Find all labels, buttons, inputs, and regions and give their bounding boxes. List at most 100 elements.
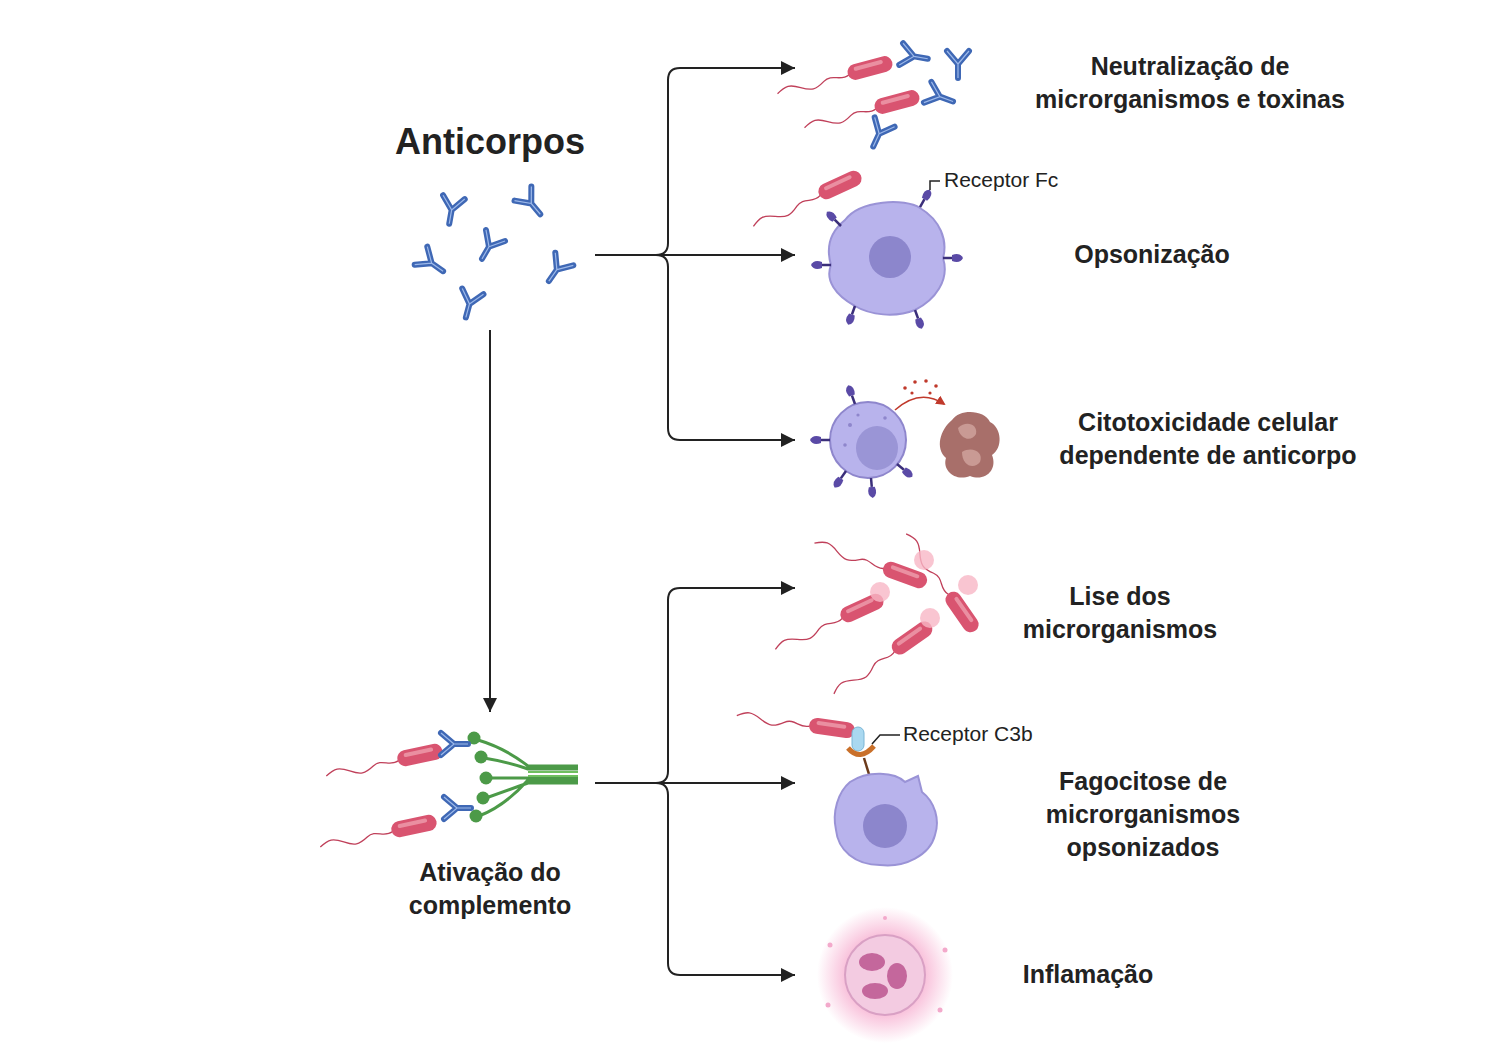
antibody xyxy=(455,289,483,321)
bacterium xyxy=(736,707,856,739)
granule xyxy=(843,443,847,447)
adcc-art xyxy=(810,379,1000,498)
callout-label: Receptor Fc xyxy=(944,168,1058,192)
bacterium xyxy=(772,591,887,656)
antibody xyxy=(438,195,464,225)
fc-receptor xyxy=(917,188,934,209)
granule-dot xyxy=(928,391,931,394)
connector-arrow xyxy=(595,255,795,440)
granule-dot xyxy=(924,379,928,383)
nucleus-lobe xyxy=(859,953,885,971)
macrophage xyxy=(835,774,937,866)
node-label: Ativação do complemento xyxy=(380,856,600,922)
cell-debris xyxy=(962,450,981,466)
inflammation-dot xyxy=(828,943,833,948)
lysis-burst xyxy=(914,550,934,570)
inflammation-glow xyxy=(817,907,953,1043)
fc-receptor xyxy=(844,384,858,406)
function-node: Inflamação xyxy=(795,910,1180,1040)
fc-receptor xyxy=(844,305,858,327)
fc-receptor xyxy=(894,461,914,480)
c3b-fragment xyxy=(852,727,864,751)
fc-receptor xyxy=(943,254,963,262)
antibody xyxy=(863,117,894,151)
fc-receptor xyxy=(911,309,925,331)
granule xyxy=(848,423,852,427)
c1q-head xyxy=(477,792,490,805)
opsonization-art xyxy=(750,168,963,330)
antibody xyxy=(924,82,957,112)
lysis-art xyxy=(772,529,982,700)
antibody xyxy=(444,797,471,819)
bacterium xyxy=(775,54,894,100)
neutralization-art xyxy=(775,43,969,151)
cell-debris xyxy=(940,412,1000,478)
antibody-cluster xyxy=(415,187,574,321)
c3b-receptor xyxy=(848,746,874,755)
node-label: Opsonização xyxy=(1022,238,1282,271)
antibody xyxy=(415,247,450,281)
function-node: Anticorpos xyxy=(370,112,595,330)
granule xyxy=(856,413,859,416)
bacterium xyxy=(812,535,929,591)
release-arrow xyxy=(895,397,944,410)
fc-receptor xyxy=(810,436,830,444)
c1q-head xyxy=(480,772,493,785)
connector-arrow xyxy=(595,783,795,975)
nucleus-lobe xyxy=(887,963,907,989)
node-label: Neutralização de microrganismos e toxina… xyxy=(1000,50,1380,116)
antibody xyxy=(899,43,929,69)
function-node: Citotoxicidade celular dependente de ant… xyxy=(795,372,1385,504)
antibody xyxy=(441,733,468,755)
inflammation-art xyxy=(817,907,953,1043)
c1-stalks xyxy=(528,772,578,776)
fc-receptor xyxy=(831,469,849,490)
antibody xyxy=(947,51,969,78)
cell-debris xyxy=(958,424,976,439)
node-label: Lise dos microrganismos xyxy=(1000,580,1240,646)
antibody xyxy=(540,253,574,288)
function-node: Ativação do complemento xyxy=(330,712,595,922)
nucleus-lobe xyxy=(862,983,888,999)
callout-label: Receptor C3b xyxy=(903,722,1033,746)
bacterium xyxy=(318,813,438,853)
granule-dot xyxy=(934,384,938,388)
leader-line xyxy=(930,181,940,190)
function-node: Neutralização de microrganismos e toxina… xyxy=(795,32,1375,152)
node-label: Anticorpos xyxy=(380,118,600,166)
c1q-head xyxy=(475,751,488,764)
inflammation-dot xyxy=(943,948,948,953)
bacterium xyxy=(900,529,981,636)
nk-cell xyxy=(830,402,906,478)
connector-arrow xyxy=(595,588,795,783)
granule-dot xyxy=(903,386,907,390)
granule-dot xyxy=(913,380,917,384)
complement-art xyxy=(318,732,578,854)
node-label: Fagocitose de microrganismos opsonizados xyxy=(1023,765,1263,864)
leader-line xyxy=(872,735,900,744)
granule xyxy=(883,416,887,420)
bacterium xyxy=(324,742,444,782)
fc-receptor xyxy=(824,209,844,229)
bacterium xyxy=(802,88,921,134)
c1-stalks xyxy=(478,740,578,816)
connector-arrow xyxy=(595,68,795,255)
connector-arrow xyxy=(595,782,795,784)
macrophage xyxy=(829,202,945,315)
antibody xyxy=(515,187,549,222)
lysis-burst xyxy=(920,608,940,628)
bacterium xyxy=(829,618,936,699)
function-node: Lise dos microrganismos xyxy=(795,545,1240,680)
node-label: Citotoxicidade celular dependente de ant… xyxy=(1033,406,1383,472)
nucleus xyxy=(863,804,907,848)
neutrophil xyxy=(845,935,925,1015)
granule-dot xyxy=(910,391,913,394)
c1q-head xyxy=(470,810,483,823)
nucleus xyxy=(856,426,898,470)
inflammation-dot xyxy=(938,1008,943,1013)
connector-arrow xyxy=(489,330,491,712)
lysis-burst xyxy=(958,575,978,595)
nucleus xyxy=(869,236,911,278)
